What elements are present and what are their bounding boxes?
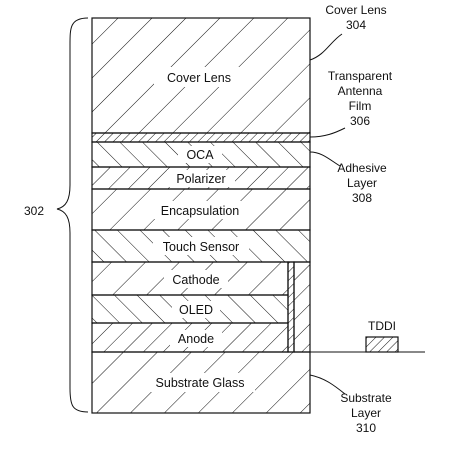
svg-text:304: 304	[346, 18, 366, 32]
layer-substrate-glass: Substrate Glass	[91, 351, 311, 414]
svg-text:OLED: OLED	[179, 303, 213, 317]
svg-text:Polarizer: Polarizer	[176, 172, 225, 186]
stack-brace	[56, 17, 89, 413]
layer-cathode: Cathode	[91, 261, 289, 296]
svg-text:Film: Film	[349, 99, 372, 113]
svg-text:Touch Sensor: Touch Sensor	[163, 240, 239, 254]
svg-text:Encapsulation: Encapsulation	[161, 204, 240, 218]
layer-anode: Anode	[91, 322, 289, 353]
layer-cover-lens: Cover Lens	[91, 17, 311, 134]
svg-text:306: 306	[350, 114, 370, 128]
callout-substrate-layer: Substrate Layer 310	[309, 374, 392, 435]
svg-text:Layer: Layer	[351, 406, 381, 420]
layer-encapsulation: Encapsulation	[91, 188, 311, 231]
svg-text:Substrate Glass: Substrate Glass	[156, 376, 245, 390]
callout-adhesive-layer: Adhesive Layer 308	[309, 151, 387, 205]
tddi-chip: TDDI	[365, 319, 399, 353]
svg-text:Cover Lens: Cover Lens	[167, 71, 231, 85]
stack-label: 302	[24, 204, 44, 218]
callout-cover-lens: Cover Lens 304	[309, 3, 387, 61]
layer-polarizer: Polarizer	[91, 166, 311, 190]
side-wall-connector	[287, 261, 311, 353]
svg-text:Transparent: Transparent	[328, 69, 393, 83]
svg-text:Cover Lens: Cover Lens	[325, 3, 386, 17]
svg-text:Adhesive: Adhesive	[337, 161, 387, 175]
layer-antenna-film	[91, 132, 311, 143]
svg-text:OCA: OCA	[186, 148, 214, 162]
svg-text:Substrate: Substrate	[340, 391, 392, 405]
svg-text:Cathode: Cathode	[172, 273, 219, 287]
svg-text:Antenna: Antenna	[338, 84, 383, 98]
svg-text:308: 308	[352, 191, 372, 205]
layer-touch-sensor: Touch Sensor	[91, 229, 311, 263]
layer-oca: OCA	[91, 141, 311, 168]
callout-antenna-film: Transparent Antenna Film 306	[309, 69, 393, 138]
svg-text:TDDI: TDDI	[368, 319, 396, 333]
layer-oled: OLED	[91, 294, 289, 324]
svg-text:Layer: Layer	[347, 176, 377, 190]
svg-text:310: 310	[356, 421, 376, 435]
svg-text:Anode: Anode	[178, 332, 214, 346]
